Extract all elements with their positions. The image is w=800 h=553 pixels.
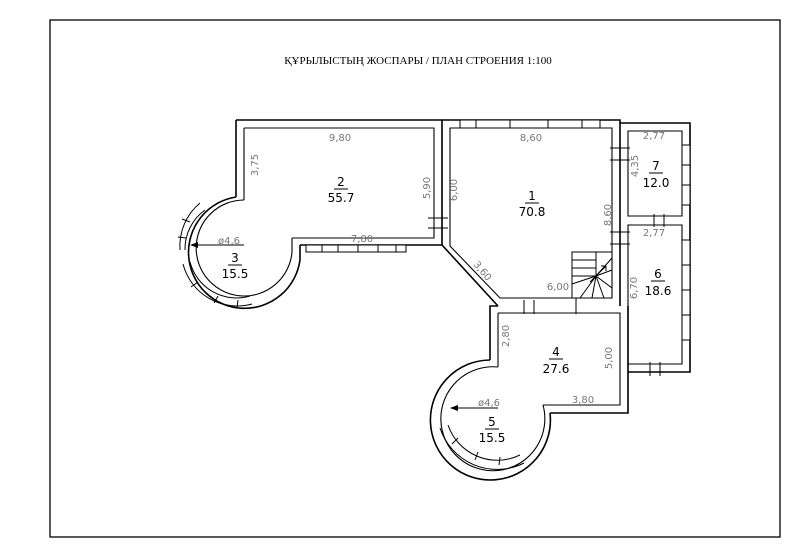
outer-walls <box>187 119 691 481</box>
dim-room7-left: 4,35 <box>630 155 641 177</box>
svg-text:55.7: 55.7 <box>328 191 355 205</box>
dim-room4-right: 5,00 <box>604 347 615 369</box>
dim-room1-bottom: 6,00 <box>547 282 569 293</box>
svg-text:4: 4 <box>552 345 560 359</box>
room-label-5: 5 15.5 <box>479 415 506 445</box>
dim-circle5-diameter: ø4,6 <box>478 398 500 409</box>
sheet-frame <box>49 19 781 538</box>
dim-room4-bottom: 3,80 <box>572 395 594 406</box>
dimension-markers <box>190 242 577 411</box>
dim-room6-top: 2,77 <box>643 228 665 239</box>
svg-text:3: 3 <box>231 251 239 265</box>
svg-text:5: 5 <box>488 415 496 429</box>
room-label-7: 7 12.0 <box>643 159 670 190</box>
dim-room4-left: 2,80 <box>501 325 512 347</box>
dim-room2-top: 9,80 <box>329 133 351 144</box>
room-label-1: 1 70.8 <box>519 189 546 219</box>
room-label-4: 4 27.6 <box>543 345 570 376</box>
windows <box>177 119 691 470</box>
svg-text:15.5: 15.5 <box>479 431 506 445</box>
svg-text:1: 1 <box>528 189 536 203</box>
dim-room1-left: 6,00 <box>449 179 460 201</box>
room-label-2: 2 55.7 <box>328 175 355 205</box>
svg-text:7: 7 <box>652 159 660 173</box>
inner-walls <box>195 127 683 472</box>
dim-room1-right: 8,60 <box>603 204 614 226</box>
svg-text:6: 6 <box>654 267 662 281</box>
plan-title: ҚҰРЫЛЫСТЫҢ ЖОСПАРЫ / ПЛАН СТРОЕНИЯ 1:100 <box>284 55 552 67</box>
svg-text:12.0: 12.0 <box>643 176 670 190</box>
dimension-labels: 9,80 3,75 5,90 7,80 8,60 6,00 8,60 3,60 … <box>218 131 665 409</box>
svg-text:18.6: 18.6 <box>645 284 672 298</box>
dim-room2-left: 3,75 <box>250 154 261 176</box>
room-label-6: 6 18.6 <box>645 267 672 298</box>
room-label-3: 3 15.5 <box>222 251 249 281</box>
dim-room2-right: 5,90 <box>422 177 433 199</box>
dim-room1-top: 8,60 <box>520 133 542 144</box>
dim-room6-left: 6,70 <box>629 277 640 299</box>
svg-text:27.6: 27.6 <box>543 362 570 376</box>
room-labels: 1 70.8 2 55.7 3 15.5 4 27.6 5 15.5 6 18.… <box>222 159 672 445</box>
dim-room2-bottom: 7,80 <box>351 234 373 245</box>
doors <box>428 147 665 376</box>
svg-text:15.5: 15.5 <box>222 267 249 281</box>
svg-text:70.8: 70.8 <box>519 205 546 219</box>
staircase <box>571 251 613 299</box>
dim-room7-top: 2,77 <box>643 131 665 142</box>
dim-circle3-diameter: ø4,6 <box>218 236 240 247</box>
svg-text:2: 2 <box>337 175 345 189</box>
